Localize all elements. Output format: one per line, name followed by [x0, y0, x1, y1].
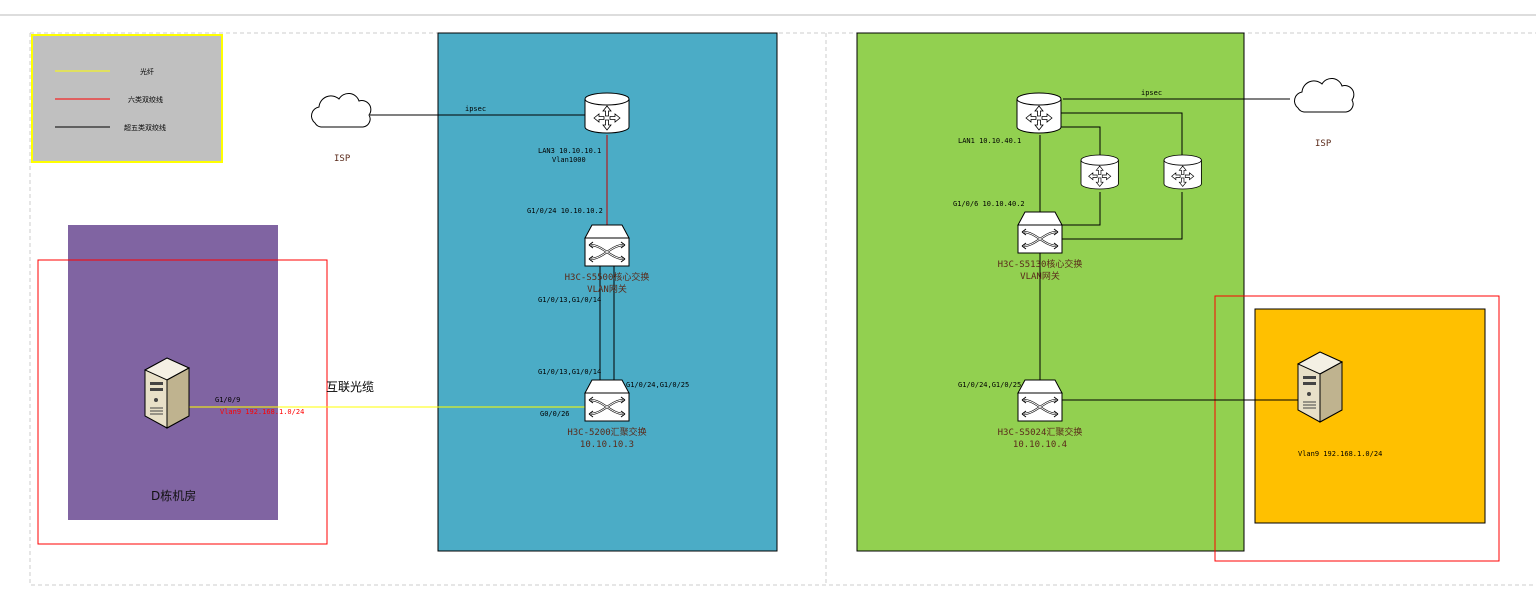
router-lan-label-green: LAN1 10.10.40.1: [958, 137, 1021, 145]
room-highlight-box: [37, 259, 328, 545]
agg-right-ports: G1/0/24,G1/0/25: [626, 381, 689, 389]
router-lan-label: LAN3 10.10.10.1: [538, 147, 601, 155]
core-down-ports: G1/0/13,G1/0/14: [538, 296, 601, 304]
core-switch-sub-green: VLAN网关: [1020, 270, 1060, 282]
page-boundary: [29, 32, 1536, 586]
core-switch-icon-green: [1016, 210, 1064, 255]
core-switch-icon-blue: [583, 223, 631, 268]
router-link-r1: [1061, 126, 1101, 158]
core-port-label: G1/0/24 10.10.10.2: [527, 207, 603, 215]
router-link-r2: [1061, 112, 1183, 158]
right-highlight-box: [1214, 295, 1500, 562]
server-vlan-label: Vlan9 192.168.1.0/24: [220, 408, 304, 416]
core-switch-name: H3C-S5500核心交换: [565, 271, 650, 283]
router-icon-green-2: [1080, 154, 1119, 190]
ipsec-label-left: ipsec: [465, 105, 486, 113]
isp-cloud-icon-right: [1293, 77, 1355, 113]
router-icon-green-3: [1163, 154, 1202, 190]
legend-cat5e-label: 超五类双绞线: [124, 123, 166, 132]
agg-switch-name: H3C-5200汇聚交换: [567, 426, 646, 438]
legend-fiber-label: 光纤: [140, 67, 154, 76]
core-switch-sub: VLAN网关: [587, 283, 627, 295]
orange-zone: [1254, 308, 1486, 524]
isp-cloud-icon: [310, 92, 372, 128]
server-icon-right: [1297, 351, 1343, 423]
agg-switch-icon-blue: [583, 378, 631, 423]
agg-switch-name-green: H3C-S5024汇聚交换: [998, 426, 1083, 438]
agg-up-ports: G1/0/13,G1/0/14: [538, 368, 601, 376]
agg-switch-ip: 10.10.10.3: [580, 440, 634, 450]
agg-switch-icon-green: [1016, 378, 1064, 423]
router-vlan-label: Vlan1000: [552, 156, 586, 164]
agg-switch-ip-green: 10.10.10.4: [1013, 440, 1067, 450]
router-icon-green: [1016, 92, 1062, 134]
agg-fiber-port: G0/0/26: [540, 410, 570, 418]
isp-label-left: ISP: [334, 154, 351, 164]
core-switch-name-green: H3C-S5130核心交换: [998, 258, 1083, 270]
ipsec-label-right: ipsec: [1141, 89, 1162, 97]
isp-label-right: ISP: [1315, 139, 1332, 149]
room-label: D栋机房: [151, 488, 196, 503]
r2-core-link: [1062, 192, 1183, 240]
server-icon-left: [144, 357, 190, 429]
server-vlan-label-right: Vlan9 192.168.1.0/24: [1298, 450, 1382, 458]
router-icon-blue: [584, 92, 630, 134]
server-port-label: G1/0/9: [215, 396, 240, 404]
legend: 光纤 六类双绞线 超五类双绞线: [31, 34, 223, 163]
legend-cat6-label: 六类双绞线: [128, 95, 163, 104]
r1-core-link: [1062, 192, 1101, 226]
fiber-label: 互联光缆: [326, 380, 374, 394]
core-port-label-green: G1/0/6 10.10.40.2: [953, 200, 1025, 208]
agg-ports-green: G1/0/24,G1/0/25: [958, 381, 1021, 389]
